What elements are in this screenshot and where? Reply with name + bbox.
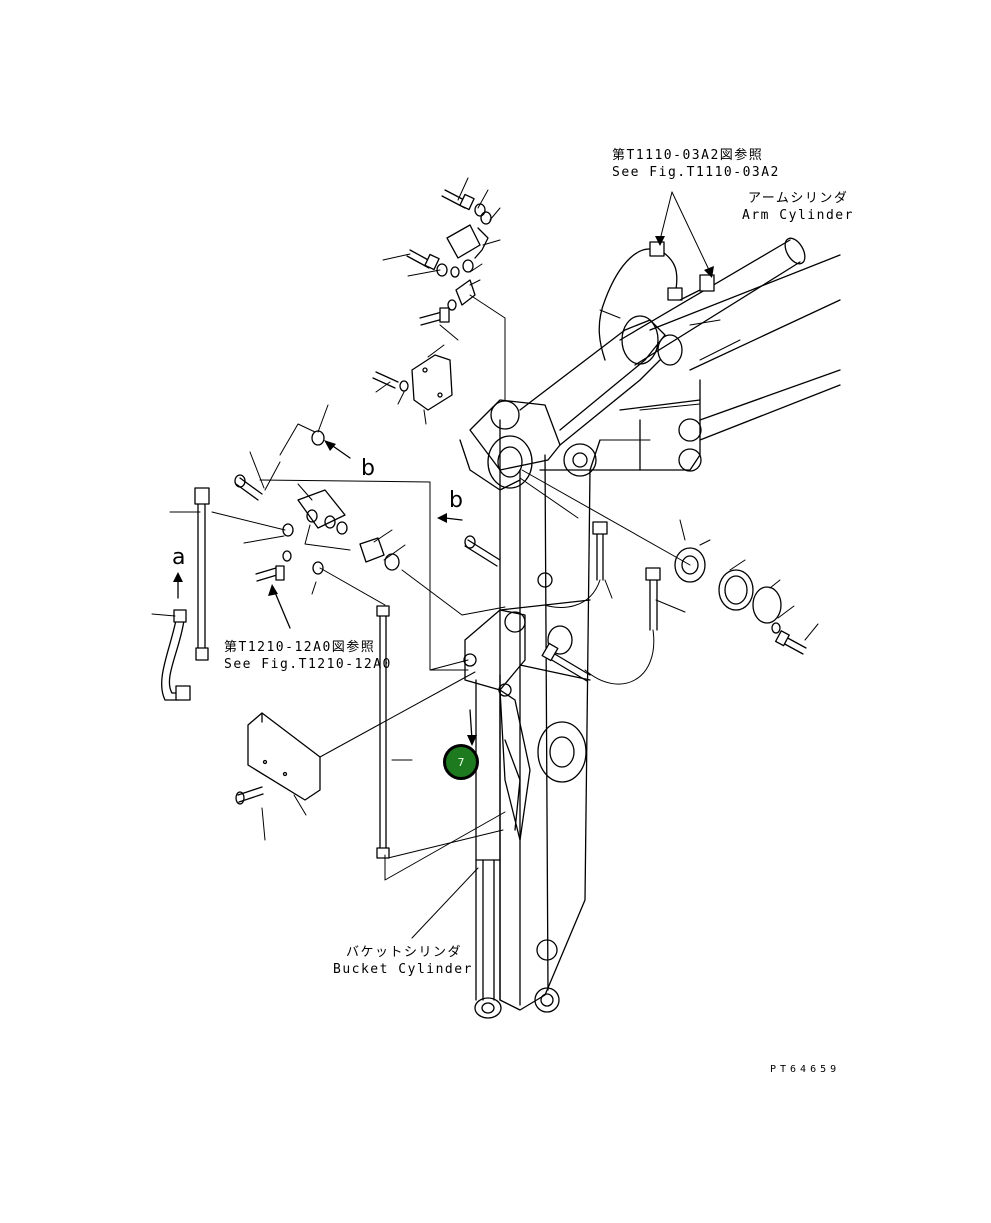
drawing-code: PT64659 bbox=[770, 1064, 841, 1075]
bucket-cylinder-label-jp: バケットシリンダ bbox=[346, 945, 463, 960]
arm-cylinder-label-en: Arm Cylinder bbox=[742, 208, 854, 223]
ref-arm-figure-en: See Fig.T1110-03A2 bbox=[612, 165, 780, 180]
view-marker-b-upper: b bbox=[361, 456, 375, 481]
bucket-cylinder-label-en: Bucket Cylinder bbox=[333, 962, 473, 977]
hydraulic-hoses bbox=[161, 241, 715, 859]
part-callout-7[interactable]: 7 bbox=[443, 744, 479, 780]
arm-cylinder-label-jp: アームシリンダ bbox=[748, 191, 849, 206]
upper-fittings bbox=[234, 189, 591, 682]
ref-bucket-figure-en: See Fig.T1210-12A0 bbox=[224, 657, 392, 672]
leader-lines bbox=[151, 177, 819, 939]
direction-arrows bbox=[173, 236, 714, 746]
ref-bucket-figure-jp: 第T1210-12A0図参照 bbox=[224, 640, 376, 655]
view-marker-b-lower: b bbox=[449, 488, 463, 513]
right-seal-group bbox=[674, 547, 807, 655]
bucket-cylinder-body bbox=[463, 609, 531, 1019]
view-marker-a: a bbox=[172, 545, 186, 570]
guard-plate bbox=[235, 712, 321, 805]
ref-arm-figure-jp: 第T1110-03A2図参照 bbox=[612, 148, 764, 163]
